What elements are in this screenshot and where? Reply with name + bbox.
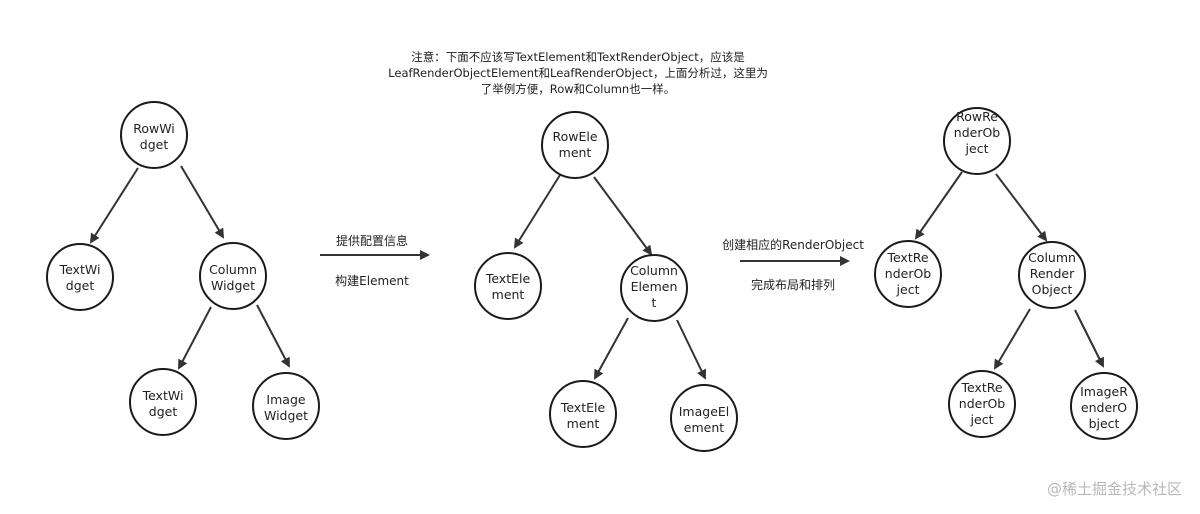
node-textelement-child: TextEle ment <box>549 380 617 448</box>
arrow-label-above: 创建相应的RenderObject <box>722 237 864 252</box>
node-label: Render <box>1030 266 1075 281</box>
edge <box>676 319 707 380</box>
node-columnelement: Column Elemen t <box>620 254 688 322</box>
node-label: dget <box>140 137 169 152</box>
edge <box>995 173 1048 242</box>
node-rowrenderobject: RowRe nderOb ject <box>943 107 1011 175</box>
node-textwidget: TextWi dget <box>46 243 114 311</box>
node-circle <box>46 243 114 311</box>
note-line-2: LeafRenderObjectElement和LeafRenderObject… <box>388 66 768 80</box>
node-circle <box>549 380 617 448</box>
node-label: Image <box>266 392 305 407</box>
renderobject-tree: RowRe nderOb ject TextRe nderOb ject Col… <box>874 107 1138 440</box>
node-label: Column <box>630 263 678 278</box>
node-label: ject <box>965 141 989 156</box>
edge <box>256 304 290 368</box>
watermark: @稀土掘金技术社区 <box>1047 480 1182 498</box>
node-label: ject <box>896 282 920 297</box>
node-label: Column <box>209 262 257 277</box>
edge <box>513 174 561 249</box>
arrow-label-above: 提供配置信息 <box>336 233 408 248</box>
transition-arrow-2: 创建相应的RenderObject 完成布局和排列 <box>722 237 864 292</box>
node-label: nderOb <box>885 266 932 281</box>
arrow-label-below: 构建Element <box>335 273 409 288</box>
node-textelement: TextEle ment <box>474 252 542 320</box>
node-textrenderobject: TextRe nderOb ject <box>874 240 942 308</box>
node-circle <box>120 101 188 169</box>
node-label: ment <box>559 145 592 160</box>
node-label: ment <box>567 416 600 431</box>
node-rowelement: RowEle ment <box>541 111 609 179</box>
node-rowwidget: RowWi dget <box>120 101 188 169</box>
node-label: ject <box>970 412 994 427</box>
node-textrenderobject-child: TextRe nderOb ject <box>948 370 1016 438</box>
node-label: RowEle <box>552 129 597 144</box>
node-imagerenderobject: ImageR enderO bject <box>1070 372 1138 440</box>
node-circle <box>1070 372 1138 440</box>
node-label: TextEle <box>485 271 531 286</box>
node-label: nderOb <box>954 125 1001 140</box>
edge <box>914 171 963 240</box>
node-label: Object <box>1032 282 1073 297</box>
node-label: enderO <box>1081 400 1127 415</box>
node-label: ment <box>492 287 525 302</box>
edge <box>178 306 212 370</box>
node-label: ement <box>684 420 724 435</box>
node-circle <box>541 111 609 179</box>
node-label: RowWi <box>133 121 175 136</box>
edge <box>993 308 1031 370</box>
node-label: t <box>652 295 657 310</box>
node-circle <box>252 372 320 440</box>
element-tree: RowEle ment TextEle ment Column Elemen t… <box>474 111 738 452</box>
transition-arrow-1: 提供配置信息 构建Element <box>320 233 430 288</box>
node-label: ImageEl <box>679 404 730 419</box>
widget-tree: RowWi dget TextWi dget Column Widget Tex… <box>46 101 320 440</box>
node-imagewidget: Image Widget <box>252 372 320 440</box>
node-label: Elemen <box>631 279 678 294</box>
node-label: TextEle <box>560 400 606 415</box>
node-textwidget-child: TextWi dget <box>129 368 197 436</box>
node-label: dget <box>149 404 178 419</box>
node-label: Column <box>1028 250 1076 265</box>
node-circle <box>874 240 942 308</box>
edge <box>89 167 139 244</box>
edge <box>593 176 653 256</box>
node-label: TextRe <box>886 250 928 265</box>
node-circle <box>943 107 1011 175</box>
node-imageelement: ImageEl ement <box>670 384 738 452</box>
node-circle <box>199 242 267 310</box>
arrow-label-below: 完成布局和排列 <box>751 277 835 292</box>
node-circle <box>1018 241 1086 309</box>
node-label: TextRe <box>960 380 1002 395</box>
node-columnwidget: Column Widget <box>199 242 267 310</box>
note-line-1: 注意：下面不应该写TextElement和TextRenderObject，应该… <box>411 50 745 64</box>
node-label: nderOb <box>959 396 1006 411</box>
node-label: Widget <box>211 278 255 293</box>
node-label: ImageR <box>1080 384 1128 399</box>
node-circle <box>948 370 1016 438</box>
note-line-3: 了举例方便，Row和Column也一样。 <box>481 82 675 96</box>
node-circle <box>620 254 688 322</box>
node-circle <box>670 384 738 452</box>
note: 注意：下面不应该写TextElement和TextRenderObject，应该… <box>388 50 768 96</box>
node-label: RowRe <box>956 109 998 124</box>
node-circle <box>474 252 542 320</box>
edge <box>1074 309 1104 368</box>
node-label: TextWi <box>59 262 101 277</box>
node-label: bject <box>1089 416 1120 431</box>
node-label: Widget <box>264 408 308 423</box>
edge <box>594 317 629 380</box>
edge <box>180 165 225 239</box>
node-label: dget <box>66 278 95 293</box>
node-label: TextWi <box>142 388 184 403</box>
node-columnrenderobject: Column Render Object <box>1018 241 1086 309</box>
node-circle <box>129 368 197 436</box>
